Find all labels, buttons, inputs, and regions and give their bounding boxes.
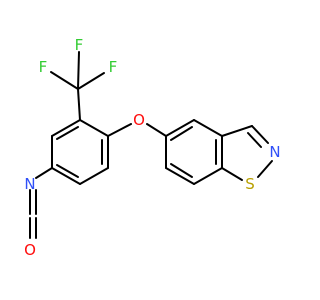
bond-bz-e-inner xyxy=(170,163,193,178)
bond-iso-d xyxy=(221,167,243,181)
bond-iso-b xyxy=(251,125,269,144)
bond-cf3 xyxy=(77,72,105,90)
bond-bz-d xyxy=(193,167,223,185)
bond-bz-a xyxy=(165,119,195,137)
bond-bz-a-inner xyxy=(170,126,193,141)
bond-bz-e xyxy=(165,167,195,185)
bond-iso-c xyxy=(257,160,273,178)
bond-ring-a xyxy=(51,119,81,137)
bond-cf2 xyxy=(77,51,80,90)
atom-label-n-iso: N xyxy=(24,175,35,193)
atom-label-f1: F xyxy=(39,58,48,76)
bond-ring-c xyxy=(51,167,81,185)
bond-ring-a-inner xyxy=(56,126,79,140)
bond-o-c-ether xyxy=(146,123,167,137)
atom-label-o-ether: O xyxy=(133,111,145,129)
bond-cf1 xyxy=(50,71,79,90)
molecule-structure: F F F O N S N O xyxy=(24,36,281,259)
atom-label-f2: F xyxy=(75,36,84,54)
atom-label-n-ring: N xyxy=(269,143,280,161)
bond-ring-c-inner xyxy=(56,164,79,178)
bond-ring-f xyxy=(79,119,109,137)
atom-label-f3: F xyxy=(109,58,118,76)
structure-canvas: F F F O N S N O xyxy=(24,36,281,259)
bond-ring-d xyxy=(79,167,109,185)
bond-iso-a xyxy=(221,125,253,137)
bond-c-o-ether xyxy=(107,123,132,137)
bond-cf3-ring xyxy=(77,88,81,121)
atom-labels: F F F O N S N O xyxy=(24,36,281,259)
atom-label-o-iso: O xyxy=(24,241,36,259)
bond-iso-b-inner xyxy=(247,132,262,148)
bond-bz-b xyxy=(193,119,223,137)
atom-label-s-ring: S xyxy=(245,175,255,193)
bonds xyxy=(29,51,273,239)
bond-c-n-iso xyxy=(35,167,53,179)
